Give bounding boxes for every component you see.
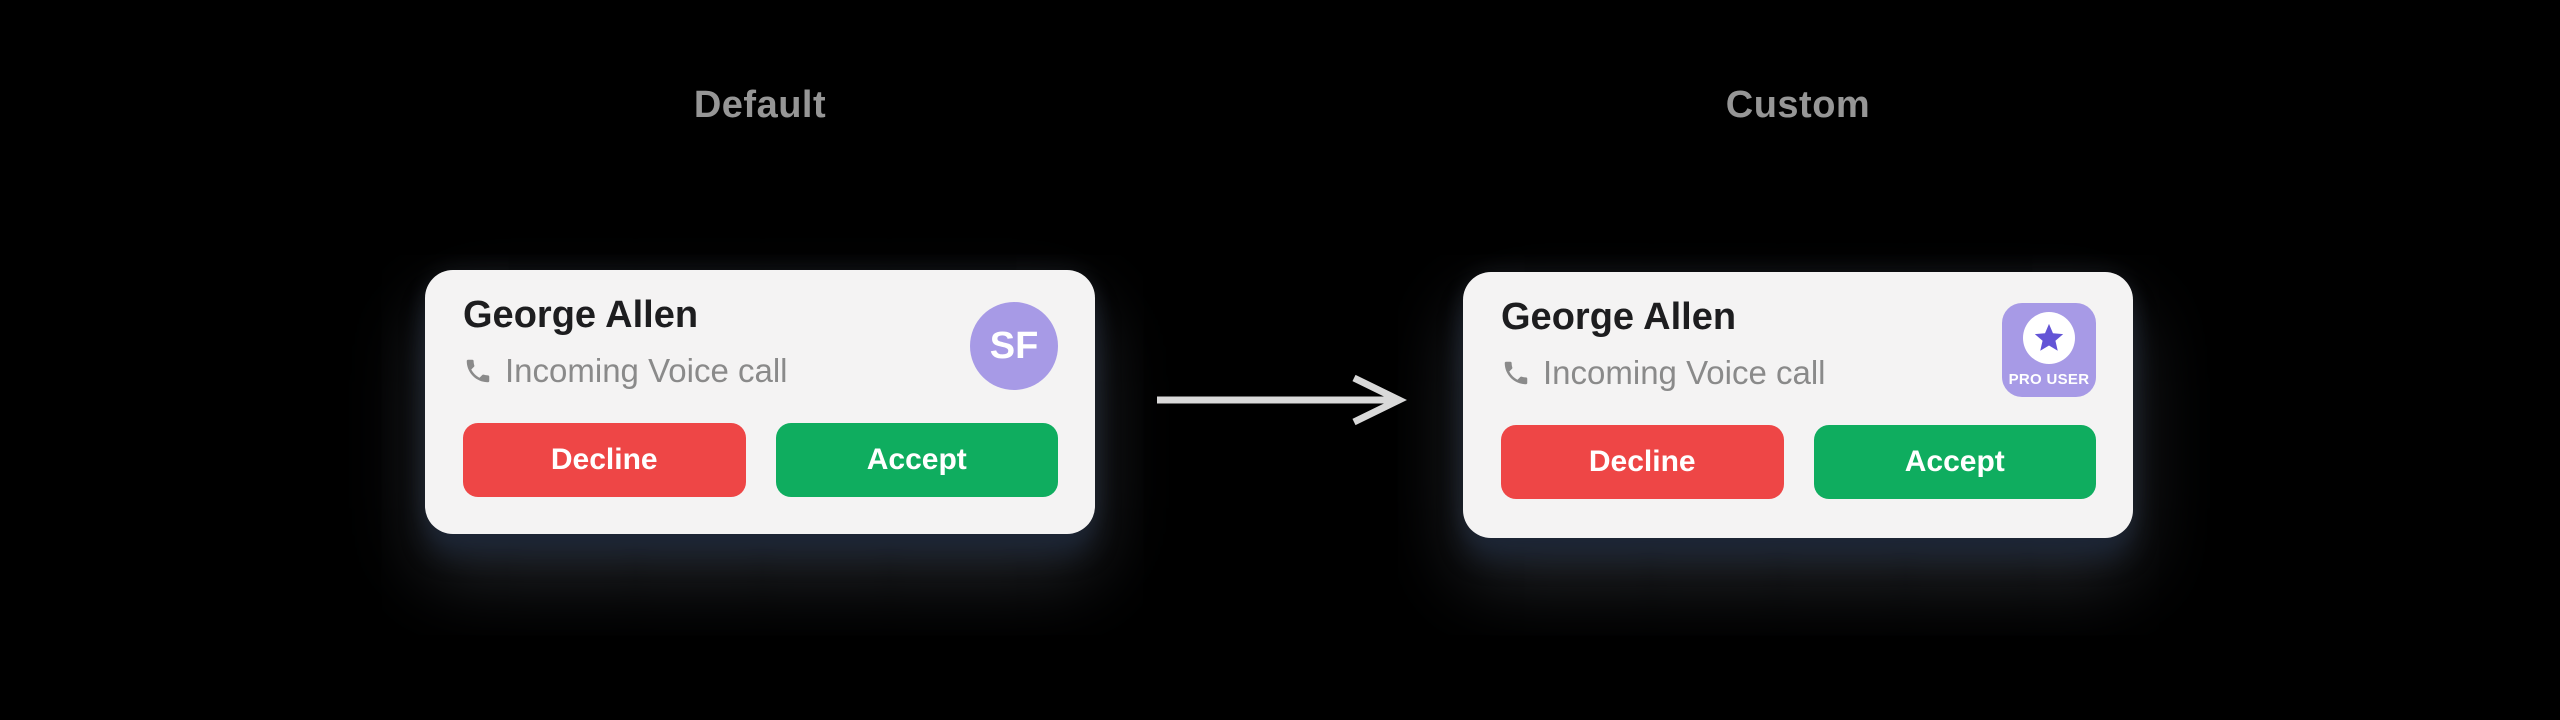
arrow-right-icon bbox=[1150, 370, 1410, 435]
caller-name: George Allen bbox=[463, 294, 699, 336]
pro-user-badge: PRO USER bbox=[2002, 303, 2096, 397]
decline-button[interactable]: Decline bbox=[463, 423, 746, 497]
call-notification-card-default: George Allen Incoming Voice call SF Decl… bbox=[425, 270, 1095, 534]
phone-icon bbox=[463, 356, 493, 386]
call-status-text: Incoming Voice call bbox=[1543, 354, 1826, 391]
panel-title-default: Default bbox=[693, 84, 827, 126]
accept-button[interactable]: Accept bbox=[775, 423, 1058, 497]
call-notification-card-custom: George Allen Incoming Voice call PRO USE… bbox=[1463, 272, 2133, 538]
avatar-initials: SF bbox=[989, 324, 1039, 367]
call-actions: Decline Accept bbox=[1501, 425, 2096, 499]
call-status-row: Incoming Voice call bbox=[1501, 354, 1825, 392]
star-circle bbox=[2023, 312, 2075, 364]
panel-title-custom: Custom bbox=[1725, 84, 1871, 126]
decline-button[interactable]: Decline bbox=[1501, 425, 1784, 499]
call-status-text: Incoming Voice call bbox=[505, 352, 788, 389]
accept-button[interactable]: Accept bbox=[1813, 425, 2096, 499]
star-icon bbox=[2032, 321, 2066, 355]
call-actions: Decline Accept bbox=[463, 423, 1058, 497]
phone-icon bbox=[1501, 358, 1531, 388]
call-status-row: Incoming Voice call bbox=[463, 352, 787, 390]
badge-label: PRO USER bbox=[2008, 371, 2090, 388]
caller-name: George Allen bbox=[1501, 296, 1737, 338]
avatar: SF bbox=[970, 302, 1058, 390]
